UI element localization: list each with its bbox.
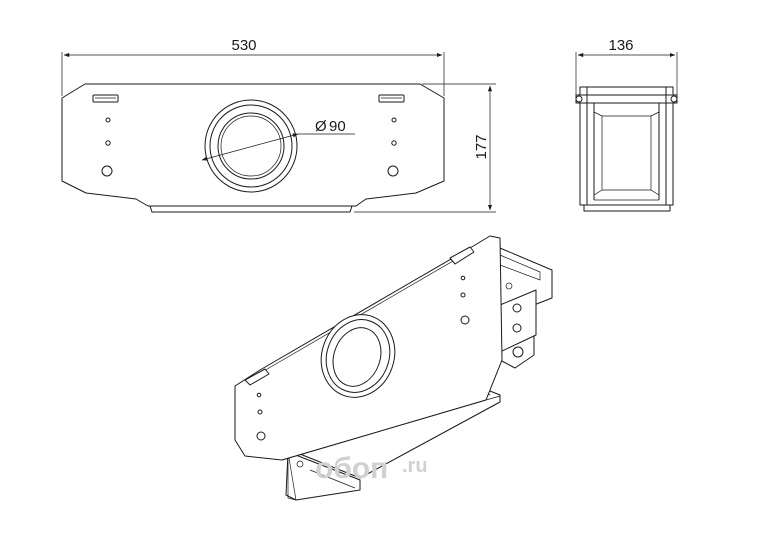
dim-side-width-label: 136 (608, 37, 633, 54)
side-body (579, 86, 674, 206)
dim-diameter-label: 90 (329, 118, 346, 135)
dim-height-label: 177 (473, 134, 490, 159)
side-crossbar (575, 94, 678, 104)
watermark: обоп .ru (315, 452, 428, 485)
dim-diameter-symbol: Ø (315, 118, 327, 135)
front-hole-r3 (387, 165, 399, 177)
front-pipe-inner (217, 112, 285, 180)
side-bolt-right (670, 95, 678, 103)
front-slot-left (92, 94, 119, 103)
front-slot-right (378, 94, 405, 103)
front-view (61, 83, 445, 213)
iso-side-bolt-2 (512, 323, 522, 333)
front-hole-r1 (391, 117, 397, 123)
front-hole-l2 (105, 140, 111, 146)
side-bottom-plate (583, 204, 671, 212)
dim-height (354, 83, 496, 213)
iso-pipe-inner (332, 327, 382, 387)
dim-side-width (575, 52, 678, 95)
iso-side-bolt-1 (512, 303, 522, 313)
side-view (575, 86, 678, 212)
front-hole-l1 (105, 117, 111, 123)
front-hole-r2 (391, 140, 397, 146)
watermark-brand: обоп (315, 452, 388, 485)
diameter-dim-line (201, 133, 299, 161)
isometric-view (234, 235, 553, 501)
iso-slot-bottom (244, 368, 270, 386)
side-bolt-left (575, 95, 583, 103)
watermark-suffix: .ru (402, 455, 428, 477)
iso-side-bolt-3 (512, 346, 524, 358)
iso-slot-top (449, 246, 475, 265)
dim-width-label: 530 (231, 37, 256, 54)
iso-tray-front (285, 451, 361, 501)
front-bottom-strip (149, 205, 353, 213)
front-hole-l3 (101, 165, 113, 177)
dim-width (61, 52, 445, 96)
